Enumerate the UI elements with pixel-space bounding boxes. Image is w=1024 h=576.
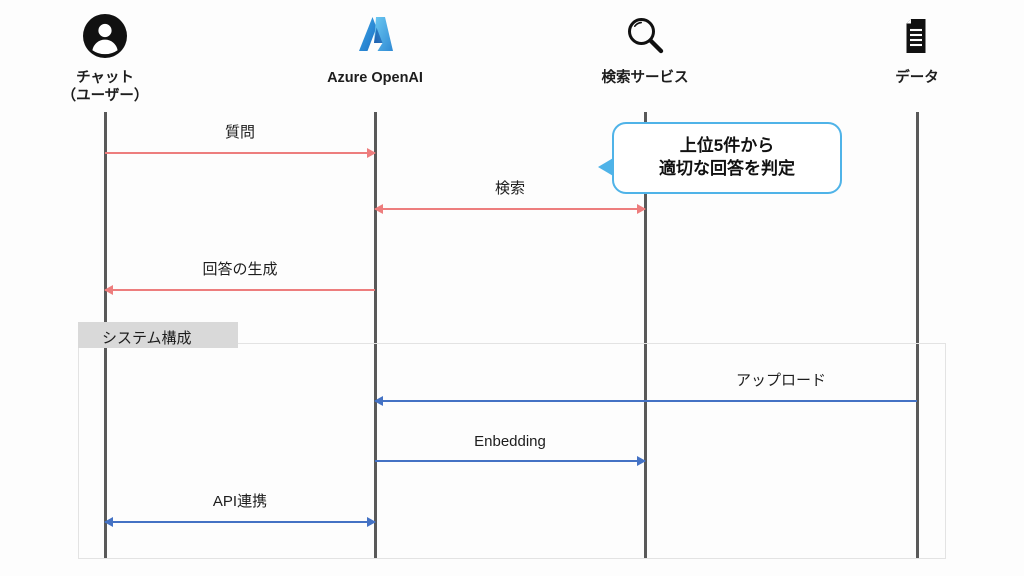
- arrowhead-right-icon: [367, 517, 376, 527]
- message-search-line: [374, 204, 646, 214]
- message-upload-line: [374, 396, 917, 406]
- message-upload-label: アップロード: [735, 372, 826, 389]
- callout-note[interactable]: 上位5件から 適切な回答を判定: [612, 122, 842, 194]
- actor-search-service-label: 検索サービス: [601, 70, 689, 86]
- message-api-integration-label: API連携: [212, 493, 268, 510]
- lifeline-azure-openai: [374, 112, 377, 558]
- actor-data[interactable]: データ: [827, 8, 1007, 87]
- actor-chat-label: チャット （ユーザー）: [61, 70, 149, 105]
- document-icon: [827, 8, 1007, 64]
- message-question-label: 質問: [224, 124, 255, 141]
- arrowhead-left-icon: [104, 285, 113, 295]
- message-embedding-label: Enbedding: [474, 433, 546, 450]
- lifeline-data: [916, 112, 919, 558]
- actor-data-label: データ: [895, 70, 939, 86]
- message-search-label: 検索: [494, 180, 525, 197]
- arrowhead-right-icon: [637, 456, 646, 466]
- arrowhead-right-icon: [637, 204, 646, 214]
- arrowhead-left-icon: [374, 204, 383, 214]
- frame-system-configuration: [78, 343, 946, 559]
- arrowhead-left-icon: [104, 517, 113, 527]
- message-question-line: [105, 148, 376, 158]
- actor-azure-openai-label: Azure OpenAI: [327, 70, 423, 86]
- actor-search-service[interactable]: 検索サービス: [555, 8, 735, 87]
- actor-azure-openai[interactable]: Azure OpenAI: [285, 8, 465, 87]
- user-avatar-icon: [15, 8, 195, 64]
- magnifier-icon: [555, 8, 735, 64]
- frame-label: システム構成: [78, 322, 238, 348]
- azure-openai-icon: [285, 8, 465, 64]
- message-embedding-line: [375, 456, 646, 466]
- actor-chat[interactable]: チャット （ユーザー）: [15, 8, 195, 105]
- message-api-integration-line: [104, 517, 376, 527]
- arrowhead-right-icon: [367, 148, 376, 158]
- message-answer-generation-label: 回答の生成: [202, 261, 278, 278]
- message-answer-generation-line: [104, 285, 375, 295]
- lifeline-search-service: [644, 112, 647, 558]
- arrowhead-left-icon: [374, 396, 383, 406]
